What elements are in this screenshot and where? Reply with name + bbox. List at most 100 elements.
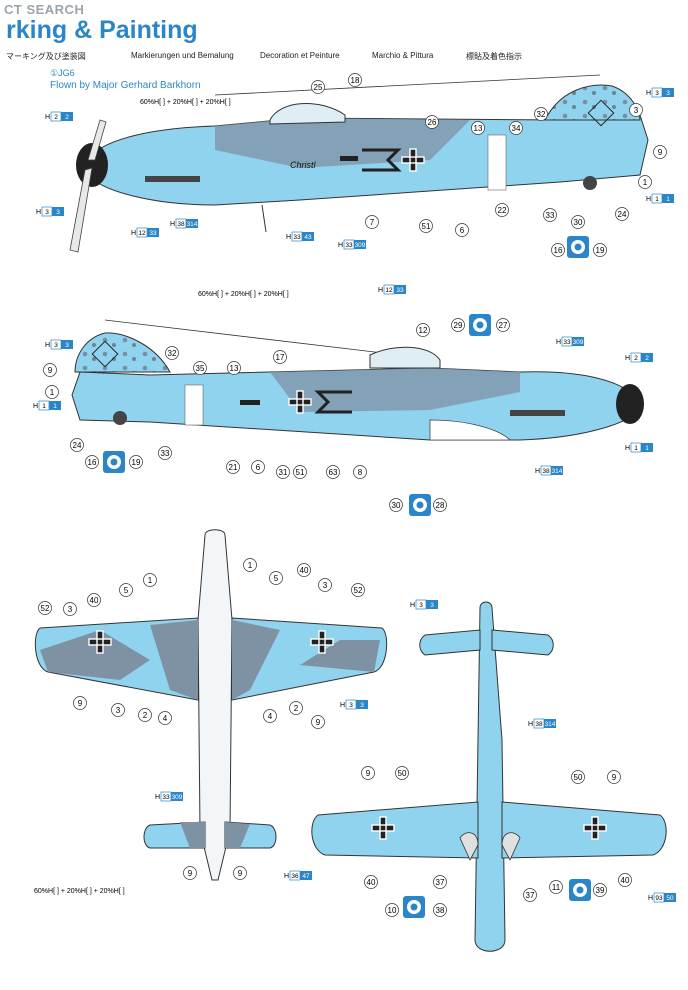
svg-text:H: H xyxy=(284,873,289,880)
svg-text:2: 2 xyxy=(645,355,649,362)
svg-text:19: 19 xyxy=(132,458,141,467)
svg-text:9: 9 xyxy=(188,869,193,878)
svg-text:2: 2 xyxy=(634,355,638,362)
callout-side2-32: 32 xyxy=(165,346,179,360)
svg-text:12: 12 xyxy=(385,287,393,294)
callout-bottom-11: 11 xyxy=(549,880,563,894)
lang-french: Decoration et Peinture xyxy=(260,51,340,60)
svg-text:H: H xyxy=(648,895,653,902)
svg-text:H: H xyxy=(646,196,651,203)
svg-text:8: 8 xyxy=(358,468,363,477)
svg-text:50: 50 xyxy=(398,769,407,778)
svg-text:4: 4 xyxy=(268,712,273,721)
callout-side1-25: 25 xyxy=(311,80,325,94)
callout-top-52: 52 xyxy=(351,583,365,597)
svg-text:1: 1 xyxy=(53,403,57,410)
callout-side1-51: 51 xyxy=(419,219,433,233)
svg-text:43: 43 xyxy=(304,234,312,241)
svg-text:33: 33 xyxy=(149,230,157,237)
svg-text:3: 3 xyxy=(419,602,423,609)
lang-italian: Marchio & Pittura xyxy=(372,51,434,60)
svg-text:3: 3 xyxy=(655,90,659,97)
mix-formula-0: 60%H[ ] + 20%H[ ] + 20%H[ ] xyxy=(140,99,231,106)
callout-side1-1: 1 xyxy=(638,175,652,189)
svg-text:3: 3 xyxy=(54,342,58,349)
svg-text:3: 3 xyxy=(349,702,353,709)
lang-chinese: 標貼及着色指示 xyxy=(466,52,522,61)
svg-text:33: 33 xyxy=(293,234,301,241)
svg-text:H: H xyxy=(646,90,651,97)
callout-top-1: 1 xyxy=(243,558,257,572)
svg-text:9: 9 xyxy=(48,366,53,375)
callout-bottom-50: 50 xyxy=(395,766,409,780)
svg-text:24: 24 xyxy=(73,441,82,450)
callout-top-3: 3 xyxy=(63,602,77,616)
callout-side2-63: 63 xyxy=(326,465,340,479)
svg-text:3: 3 xyxy=(323,581,328,590)
pilot-name: Flown by Major Gerhard Barkhorn xyxy=(50,80,201,91)
callout-side2-30: 30 xyxy=(389,498,403,512)
svg-text:1: 1 xyxy=(655,196,659,203)
watermark: CT SEARCH xyxy=(4,2,84,17)
callout-top-3: 3 xyxy=(111,703,125,717)
callout-top-40: 40 xyxy=(87,593,101,607)
svg-text:H: H xyxy=(45,342,50,349)
svg-text:H: H xyxy=(338,242,343,249)
svg-text:50: 50 xyxy=(574,773,583,782)
callout-bottom-37: 37 xyxy=(523,888,537,902)
svg-text:29: 29 xyxy=(454,321,463,330)
callout-side1-19: 19 xyxy=(593,243,607,257)
svg-text:9: 9 xyxy=(238,869,243,878)
callout-top-4: 4 xyxy=(158,711,172,725)
callout-side2-6: 6 xyxy=(251,460,265,474)
svg-text:33: 33 xyxy=(563,339,571,346)
svg-text:63: 63 xyxy=(329,468,338,477)
callout-side2-27: 27 xyxy=(496,318,510,332)
callout-side1-26: 26 xyxy=(425,115,439,129)
callout-side2-28: 28 xyxy=(433,498,447,512)
decal-marker-16-19 xyxy=(567,236,589,258)
callout-side1-7: 7 xyxy=(365,215,379,229)
svg-text:3: 3 xyxy=(65,342,69,349)
callout-side1-22: 22 xyxy=(495,203,509,217)
svg-text:32: 32 xyxy=(537,110,546,119)
lang-japanese: マーキング及び塗装図 xyxy=(6,52,86,61)
callout-bottom-9: 9 xyxy=(361,766,375,780)
callout-top-9: 9 xyxy=(73,696,87,710)
callout-side2-8: 8 xyxy=(353,465,367,479)
svg-text:H: H xyxy=(340,702,345,709)
svg-text:3: 3 xyxy=(634,106,639,115)
svg-text:22: 22 xyxy=(498,206,507,215)
svg-text:314: 314 xyxy=(545,721,556,728)
svg-text:35: 35 xyxy=(196,364,205,373)
callout-bottom-37: 37 xyxy=(433,875,447,889)
svg-text:9: 9 xyxy=(316,718,321,727)
svg-text:5: 5 xyxy=(274,574,279,583)
svg-text:38: 38 xyxy=(177,221,185,228)
svg-text:1: 1 xyxy=(634,445,638,452)
svg-text:10: 10 xyxy=(388,906,397,915)
top-view xyxy=(34,529,388,881)
svg-text:13: 13 xyxy=(230,364,239,373)
svg-text:1: 1 xyxy=(42,403,46,410)
callout-side2-19: 19 xyxy=(129,455,143,469)
callout-side1-30: 30 xyxy=(571,215,585,229)
svg-text:38: 38 xyxy=(542,468,550,475)
svg-text:H: H xyxy=(155,794,160,801)
svg-text:17: 17 xyxy=(276,353,285,362)
svg-text:33: 33 xyxy=(546,211,555,220)
svg-text:40: 40 xyxy=(367,878,376,887)
callout-side2-51: 51 xyxy=(293,465,307,479)
svg-text:33: 33 xyxy=(161,449,170,458)
callout-side1-33: 33 xyxy=(543,208,557,222)
svg-text:3: 3 xyxy=(360,702,364,709)
decal-marker-29-27 xyxy=(469,314,491,336)
callout-side1-18: 18 xyxy=(348,73,362,87)
